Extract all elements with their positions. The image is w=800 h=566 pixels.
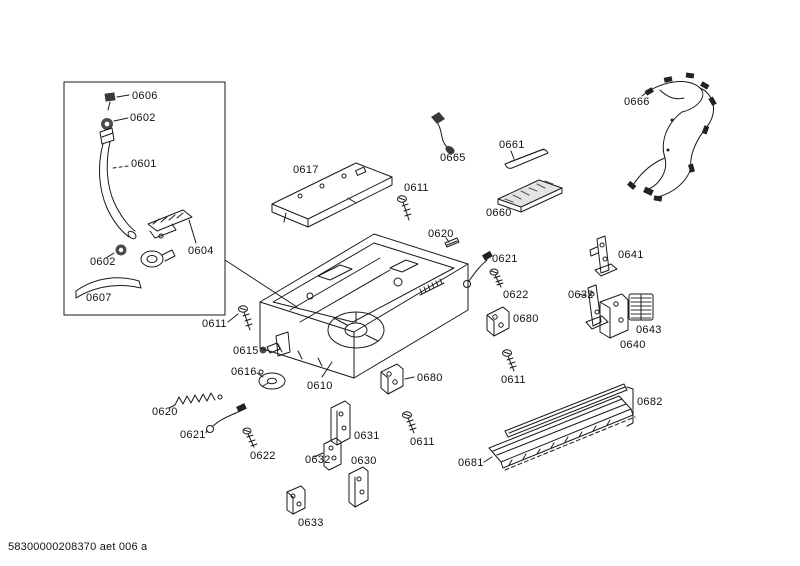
part-label-0660-10: 0660 (486, 207, 512, 219)
part-0617-icon (271, 162, 393, 228)
part-0601-icon (99, 127, 137, 240)
part-0665-icon (431, 112, 455, 155)
part-0643-icon (628, 293, 654, 321)
leader-box-to-base (224, 259, 298, 308)
part-0632a-icon (585, 284, 609, 330)
leader-0680b (404, 376, 415, 380)
part-0666-icon (627, 72, 717, 202)
part-0602a-icon (101, 118, 113, 130)
part-label-0611-30: 0611 (410, 436, 435, 448)
part-label-0641-15: 0641 (618, 249, 644, 261)
leader-0632a (578, 293, 587, 297)
part-0611b-screw-icon (397, 195, 412, 221)
part-0680b-icon (380, 363, 404, 395)
part-label-0617-6: 0617 (293, 164, 319, 176)
part-label-0633-35: 0633 (298, 517, 324, 529)
part-0611c-screw-icon (502, 349, 517, 372)
part-0622a-screw-icon (489, 268, 504, 288)
part-0616-icon (258, 369, 286, 390)
part-0611d-screw-icon (402, 411, 417, 434)
part-label-0602-4: 0602 (90, 256, 116, 268)
part-0620a-icon (444, 237, 460, 248)
part-label-0632-31: 0632 (305, 454, 331, 466)
brace-0682 (626, 386, 634, 427)
part-label-0621-27: 0621 (180, 429, 206, 441)
part-label-0620-12: 0620 (428, 228, 454, 240)
leader-0681 (483, 456, 493, 463)
part-0680a-icon (486, 306, 510, 337)
document-number: 58300000208370 aet 006 a (8, 541, 148, 553)
part-label-0621-13: 0621 (492, 253, 518, 265)
part-label-0666-11: 0666 (624, 96, 650, 108)
part-0621a-icon (463, 250, 493, 288)
part-label-0611-20: 0611 (202, 318, 227, 330)
leader-0632b (313, 452, 324, 458)
part-0640-icon (599, 293, 629, 339)
part-label-0630-32: 0630 (351, 455, 377, 467)
part-0611a-screw-icon (238, 305, 253, 331)
part-label-0643-17: 0643 (636, 324, 662, 336)
part-label-0620-26: 0620 (152, 406, 178, 418)
part-0604-icon (147, 209, 197, 244)
part-0621b-icon (206, 403, 247, 433)
part-label-0607-5: 0607 (86, 292, 112, 304)
inset-box (63, 81, 226, 316)
part-0610-base-icon (259, 233, 469, 379)
leader-0616 (256, 372, 264, 378)
part-label-0611-9: 0611 (404, 182, 429, 194)
part-label-0611-25: 0611 (501, 374, 526, 386)
part-0661-icon (504, 148, 549, 169)
part-label-0606-0: 0606 (132, 90, 158, 102)
part-label-0681-34: 0681 (458, 457, 484, 469)
part-label-0610-23: 0610 (307, 380, 333, 392)
part-label-0602-1: 0602 (130, 112, 156, 124)
part-label-0665-7: 0665 (440, 152, 466, 164)
part-label-0682-33: 0682 (637, 396, 663, 408)
part-label-0622-28: 0622 (250, 450, 276, 462)
part-label-0680-24: 0680 (417, 372, 443, 384)
part-0622b-screw-icon (242, 427, 258, 448)
part-label-0622-14: 0622 (503, 289, 529, 301)
part-0633-icon (286, 485, 306, 515)
part-label-0631-29: 0631 (354, 430, 380, 442)
part-label-0615-21: 0615 (233, 345, 259, 357)
leader-0611a (227, 313, 239, 323)
part-0602b-icon (115, 244, 127, 256)
leader-0610 (321, 361, 333, 378)
part-0632b-icon (323, 437, 342, 471)
part-0604-pump-icon (140, 249, 176, 268)
part-0641-icon (589, 235, 618, 277)
part-label-0661-8: 0661 (499, 139, 525, 151)
part-0682-seal-icon (504, 383, 628, 438)
part-0660-icon (497, 179, 563, 213)
part-label-0632-16: 0632 (568, 289, 594, 301)
part-0630-icon (348, 466, 369, 508)
part-0681-panel-icon (488, 395, 636, 471)
part-label-0601-2: 0601 (131, 158, 157, 170)
part-label-0616-22: 0616 (231, 366, 257, 378)
part-label-0604-3: 0604 (188, 245, 214, 257)
part-label-0640-18: 0640 (620, 339, 646, 351)
part-0606-icon (104, 92, 116, 111)
part-label-0680-19: 0680 (513, 313, 539, 325)
leader-0621b (205, 429, 208, 434)
part-0607-icon (75, 277, 142, 299)
part-0620b-spring-icon (168, 392, 223, 409)
